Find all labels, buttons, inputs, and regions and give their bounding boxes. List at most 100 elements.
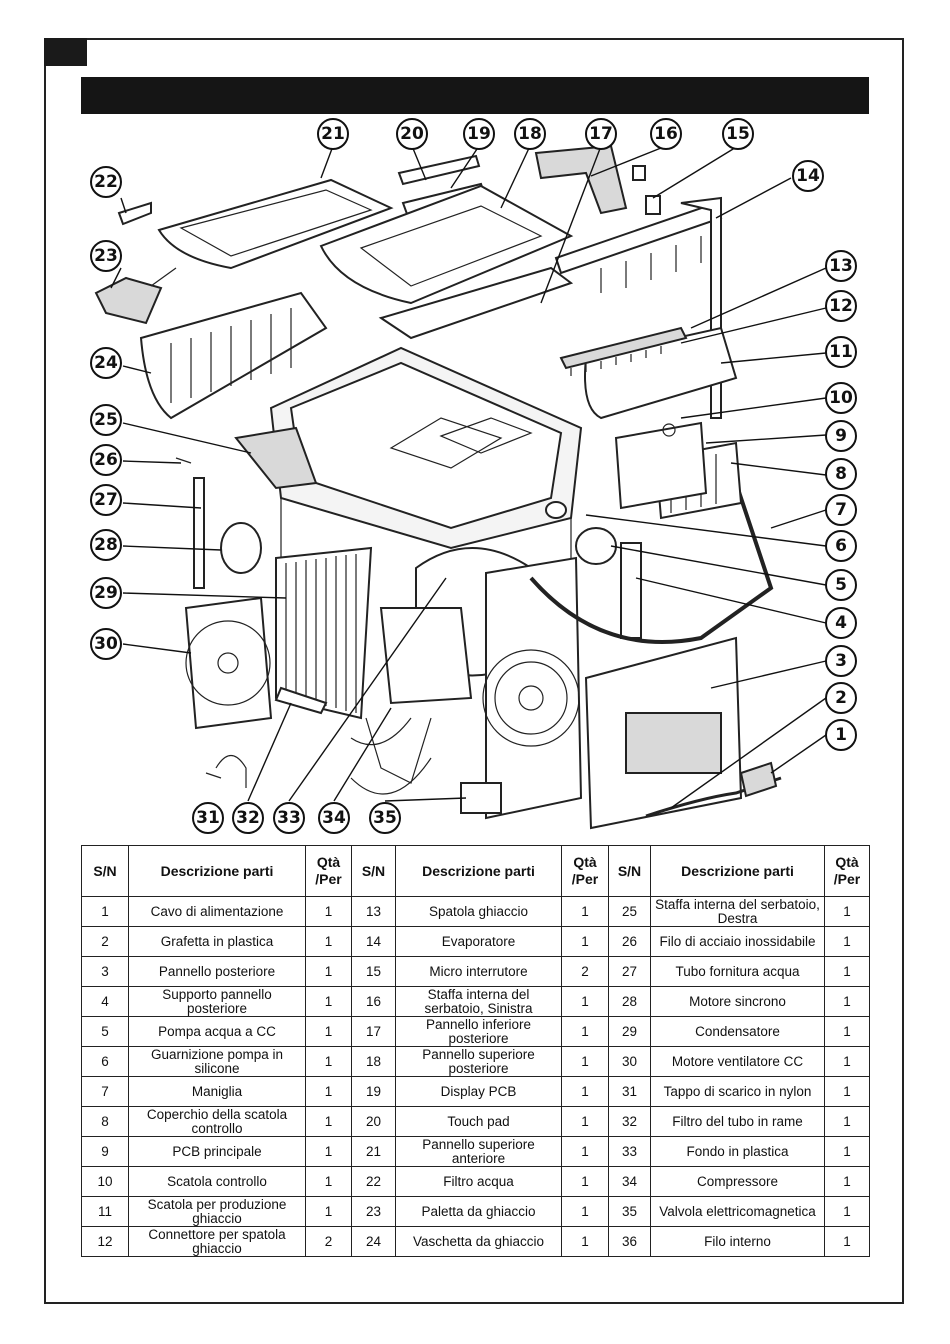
callout-label: 3 [835,651,847,671]
callout-label: 11 [829,342,853,362]
cell-qty: 1 [561,1136,609,1167]
cell-qty: 1 [305,1046,352,1077]
cell-description: Guarnizione pompa in silicone [128,1046,306,1077]
part-left-bracket [534,144,628,215]
part-ice-basket [139,291,328,420]
cell-qty: 1 [824,1076,870,1107]
cell-description: Filo di acciaio inossidabile [650,926,825,957]
part-dc-pump [575,527,617,565]
callout-label: 15 [726,124,750,144]
cell-sn: 34 [608,1166,651,1197]
callout-3: 3 [825,645,857,677]
callout-27: 27 [90,484,122,516]
part-sync-motor [220,522,262,574]
cell-description: Staffa interna del serbatoio, Sinistra [395,986,562,1017]
parts-drawing [94,144,782,830]
cell-qty: 1 [305,1136,352,1167]
header-sn: S/N [608,845,651,897]
callout-12: 12 [825,290,857,322]
callout-label: 14 [796,166,820,186]
cell-description: PCB principale [128,1136,306,1167]
cell-sn: 20 [351,1106,396,1137]
part-control-box [614,421,708,510]
cell-sn: 2 [81,926,129,957]
callout-5: 5 [825,569,857,601]
header-description: Descrizione parti [395,845,562,897]
cell-qty: 1 [561,1046,609,1077]
header-sn: S/N [351,845,396,897]
part-micro-switch [645,195,661,215]
page-frame [44,38,904,1304]
part-compressor [379,607,473,705]
callout-label: 22 [94,172,118,192]
header-qty: Qtà /Per [561,845,609,897]
cell-sn: 19 [351,1076,396,1107]
cell-sn: 22 [351,1166,396,1197]
cell-description: Supporto pannello posteriore [128,986,306,1017]
callout-16: 16 [650,118,682,150]
callout-23: 23 [90,240,122,272]
part-power-cord [645,776,782,818]
cell-qty: 1 [824,1226,870,1257]
callout-label: 16 [654,124,678,144]
cell-description: Connettore per spatola ghiaccio [128,1226,306,1257]
callout-31: 31 [192,802,224,834]
callout-label: 20 [400,124,424,144]
cell-qty: 1 [824,1046,870,1077]
part-plug [739,761,778,798]
cell-description: Filtro acqua [395,1166,562,1197]
callout-label: 13 [829,256,853,276]
callout-9: 9 [825,420,857,452]
cell-sn: 25 [608,896,651,927]
callout-30: 30 [90,628,122,660]
callout-21: 21 [317,118,349,150]
callout-label: 24 [94,353,118,373]
cell-qty: 1 [305,926,352,957]
callout-28: 28 [90,529,122,561]
cell-sn: 23 [351,1196,396,1227]
part-water-tube [193,477,205,589]
cell-sn: 15 [351,956,396,987]
cell-qty: 1 [824,926,870,957]
cell-sn: 4 [81,986,129,1017]
cell-sn: 1 [81,896,129,927]
cell-qty: 1 [561,1076,609,1107]
cell-description: Vaschetta da ghiaccio [395,1226,562,1257]
callout-label: 29 [94,583,118,603]
cell-description: Fondo in plastica [650,1136,825,1167]
cell-sn: 36 [608,1226,651,1257]
cell-description: Paletta da ghiaccio [395,1196,562,1227]
cell-description: Grafetta in plastica [128,926,306,957]
cell-sn: 14 [351,926,396,957]
cell-sn: 10 [81,1166,129,1197]
cell-qty: 1 [561,926,609,957]
cell-qty: 1 [305,1106,352,1137]
cell-sn: 16 [351,986,396,1017]
callout-label: 25 [94,410,118,430]
cell-qty: 1 [561,1166,609,1197]
header-qty: Qtà /Per [824,845,870,897]
callout-label: 33 [277,808,301,828]
callout-label: 2 [835,688,847,708]
callout-label: 31 [196,808,220,828]
cell-qty: 1 [824,986,870,1017]
cell-sn: 26 [608,926,651,957]
callout-11: 11 [825,336,857,368]
callout-18: 18 [514,118,546,150]
callout-6: 6 [825,530,857,562]
callout-label: 10 [829,388,853,408]
cell-sn: 32 [608,1106,651,1137]
part-solenoid-valve [460,782,502,814]
callout-label: 12 [829,296,853,316]
cell-qty: 2 [305,1226,352,1257]
callout-33: 33 [273,802,305,834]
callout-label: 19 [467,124,491,144]
